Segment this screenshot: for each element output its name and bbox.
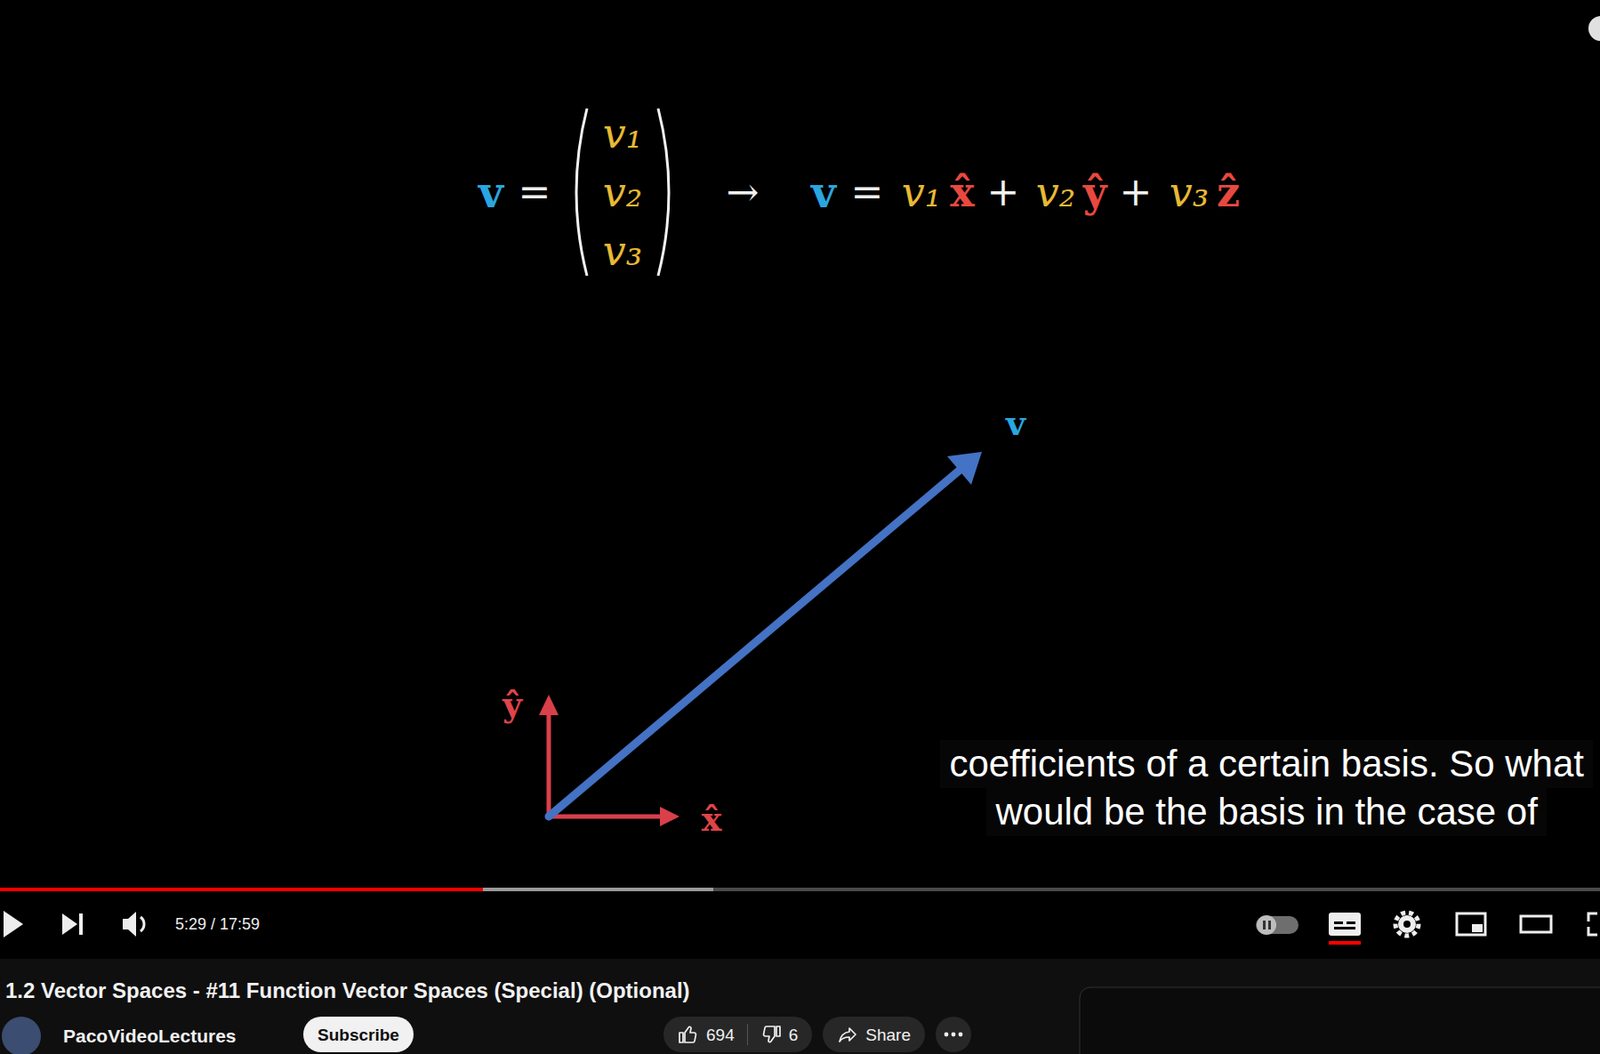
left-paren (576, 108, 587, 276)
progress-played (0, 887, 483, 892)
axis-label: ŷ (502, 687, 523, 722)
volume-wave (140, 916, 145, 932)
captions-glyph (1334, 921, 1343, 925)
coefficient: v₃ (603, 230, 643, 272)
next-icon (62, 913, 78, 935)
channel-name: PacoVideoLectures (63, 1026, 237, 1046)
x-axis-head (659, 806, 680, 827)
more-dot (944, 1032, 949, 1038)
vector-symbol: v (478, 170, 504, 214)
x-axis-line (548, 814, 664, 820)
miniplayer-inset (1471, 924, 1483, 933)
subtitle-line: would be the basis in the case of (986, 787, 1546, 837)
button-segment: 6 (747, 1023, 799, 1046)
progress-buffer (0, 887, 714, 892)
settings-teeth (1395, 912, 1419, 936)
down-glyph (763, 1026, 780, 1043)
button-label: 694 (706, 1026, 735, 1044)
button-label: Subscribe (317, 1026, 400, 1044)
coefficient: v₃ (1169, 171, 1209, 213)
pause-bar (1268, 920, 1271, 930)
y-axis-head (538, 694, 559, 716)
settings-hole (1403, 920, 1411, 928)
time-display: 5:29 / 17:59 (175, 916, 260, 933)
right-paren (658, 108, 669, 276)
coefficient: v₁ (603, 112, 643, 154)
captions-glyph (1334, 926, 1356, 930)
channel-avatar (1, 1016, 41, 1054)
share-glyph (839, 1028, 856, 1042)
subtitle-box: coefficients of a certain basis. So what… (940, 739, 1593, 837)
up-glyph (679, 1026, 696, 1043)
equals-sign: = (851, 172, 885, 212)
vector-head (947, 451, 982, 485)
settings-icon (1398, 915, 1416, 933)
share-icon (836, 1023, 859, 1046)
vector-symbol: v (811, 170, 837, 214)
up-icon (677, 1023, 700, 1046)
next-icon-bar (79, 913, 83, 935)
button-label: Share (865, 1026, 911, 1044)
share-button: Share (822, 1016, 925, 1053)
plus-sign: + (1119, 172, 1153, 212)
subtitle-line: coefficients of a certain basis. So what (940, 739, 1593, 788)
basis-vector: x̂ (949, 171, 974, 213)
progress-track (0, 887, 1600, 892)
captions-active-bar (1328, 940, 1361, 945)
side-panel (1079, 987, 1600, 1054)
more-dot (958, 1032, 964, 1038)
button-segment: Share (836, 1023, 911, 1046)
basis-vector: ẑ (1216, 171, 1240, 213)
button-label: 6 (788, 1026, 799, 1044)
video-frame (0, 0, 1600, 959)
corner-button (1588, 16, 1600, 41)
implies-arrow: → (726, 172, 760, 212)
plus-sign: + (987, 172, 1021, 212)
axis-label: x̂ (701, 802, 723, 837)
play-icon (3, 910, 24, 938)
fullscreen-icon (1588, 913, 1598, 935)
coefficient: v₁ (901, 171, 941, 213)
video-title: 1.2 Vector Spaces - #11 Function Vector … (5, 979, 691, 1003)
more-icon (935, 1016, 972, 1053)
captions-icon (1328, 912, 1361, 936)
autoplay-knob (1256, 915, 1277, 935)
pause-bar (1262, 920, 1266, 930)
captions-glyph (1346, 921, 1356, 925)
y-axis-line (546, 711, 552, 817)
vector-label: v (1005, 406, 1026, 441)
theater-icon (1520, 916, 1552, 933)
more-dot (951, 1032, 957, 1038)
button-segment: Subscribe (317, 1026, 400, 1044)
basis-vector: ŷ (1083, 171, 1108, 213)
equals-sign: = (518, 172, 552, 212)
more-button (935, 1016, 972, 1053)
miniplayer-icon (1456, 913, 1486, 935)
subscribe-button: Subscribe (303, 1016, 414, 1053)
like-dislike-pill: 694 6 (663, 1016, 813, 1053)
button-segment: 694 (677, 1023, 735, 1046)
down-icon (760, 1023, 782, 1046)
vector-shaft (548, 467, 963, 817)
autoplay-toggle (1255, 916, 1299, 934)
coefficient: v₂ (1036, 171, 1076, 213)
volume-icon (122, 911, 137, 937)
coefficient: v₂ (603, 171, 643, 213)
